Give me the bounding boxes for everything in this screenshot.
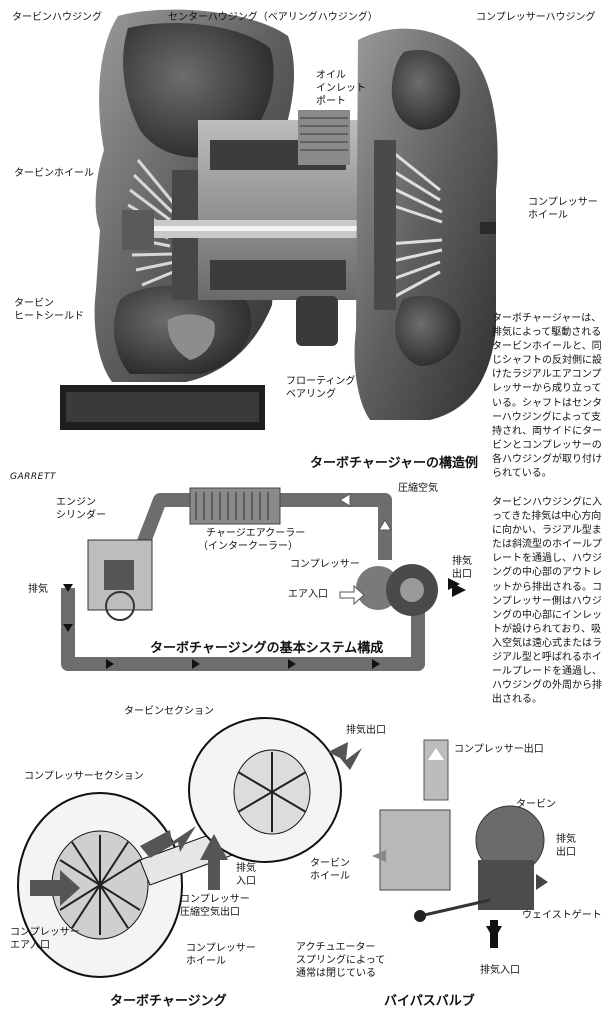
paragraph-flow: タービンハウジングに入ってきた排気は中心方向に向かい、ラジアル型または斜流型のホ…: [492, 497, 602, 706]
label-actuator-2: スプリングによって: [296, 955, 386, 966]
credit-garrett: GARRETT: [10, 472, 56, 482]
label-turbine-wheel: タービンホイール: [14, 168, 94, 179]
label-oil-inlet-2: インレット: [316, 83, 366, 94]
label-compressor-wheel-2: ホイール: [528, 210, 568, 221]
label-turbo-turbine-wheel-2: ホイール: [310, 871, 350, 882]
label-compressor-wheel-1: コンプレッサー: [528, 197, 598, 208]
label-floating-bearing-1: フローティング: [286, 376, 356, 387]
label-turbo-compressor-wheel-2: ホイール: [186, 956, 226, 967]
label-turbo-turbine-wheel-1: タービン: [310, 858, 350, 869]
label-charge-air-cooler-2: （インタークーラー）: [198, 541, 298, 552]
label-center-housing: センターハウジング（ベアリングハウジング）: [168, 12, 378, 23]
label-bypass-compressor-outlet: コンプレッサー出口: [454, 744, 544, 755]
label-engine-cylinder-2: シリンダー: [56, 510, 106, 521]
label-compressor-air-inlet-1: コンプレッサー: [10, 927, 80, 938]
caption-system: ターボチャージングの基本システム構成: [150, 641, 384, 656]
label-turbo-exhaust-inlet-2: 入口: [236, 876, 256, 887]
label-turbo-compressor-wheel-1: コンプレッサー: [186, 943, 256, 954]
label-heat-shield-2: ヒートシールド: [14, 311, 84, 322]
label-compressor-air-inlet-2: エア入口: [10, 940, 50, 951]
label-exhaust: 排気: [28, 584, 48, 595]
label-heat-shield-1: タービン: [14, 298, 54, 309]
label-exhaust-outlet-2: 出口: [452, 569, 472, 580]
label-floating-bearing-2: ベアリング: [286, 389, 336, 400]
label-turbine-housing: タービンハウジング: [12, 12, 102, 23]
label-bypass-exhaust-inlet: 排気入口: [480, 965, 520, 976]
label-charge-air-cooler-1: チャージエアクーラー: [206, 528, 306, 539]
label-actuator-1: アクチュエーター: [296, 942, 376, 953]
label-air-inlet: エア入口: [288, 589, 328, 600]
label-actuator-3: 通常は閉じている: [296, 968, 376, 979]
label-compressor: コンプレッサー: [290, 559, 360, 570]
caption-structure: ターボチャージャーの構造例: [310, 456, 478, 471]
paragraph-intro: ターボチャージャーは、排気によって駆動されるタービンホイールと、同じシャフトの反…: [492, 313, 603, 480]
label-exhaust-outlet-1: 排気: [452, 556, 472, 567]
label-turbo-exhaust-outlet: 排気出口: [346, 725, 386, 736]
label-bypass-exhaust-outlet-1: 排気: [556, 834, 576, 845]
label-turbine-section: タービンセクション: [124, 706, 214, 717]
label-compressor-air-outlet-1: コンプレッサー: [180, 894, 250, 905]
label-wastegate: ウェイストゲート: [522, 910, 602, 921]
caption-bypass-valve: バイパスバルブ: [384, 994, 475, 1009]
label-bypass-exhaust-outlet-2: 出口: [556, 847, 576, 858]
label-engine-cylinder-1: エンジン: [56, 497, 96, 508]
label-compressor-section: コンプレッサーセクション: [24, 771, 144, 782]
label-turbo-exhaust-inlet-1: 排気: [236, 863, 256, 874]
label-compressor-housing: コンプレッサーハウジング: [476, 12, 596, 23]
label-compressor-air-outlet-2: 圧縮空気出口: [180, 907, 240, 918]
label-compressed-air: 圧縮空気: [398, 483, 438, 494]
caption-turbocharging: ターボチャージング: [110, 994, 227, 1009]
label-bypass-turbine: タービン: [516, 799, 556, 810]
label-oil-inlet-1: オイル: [316, 70, 346, 81]
label-oil-inlet-3: ポート: [316, 96, 346, 107]
